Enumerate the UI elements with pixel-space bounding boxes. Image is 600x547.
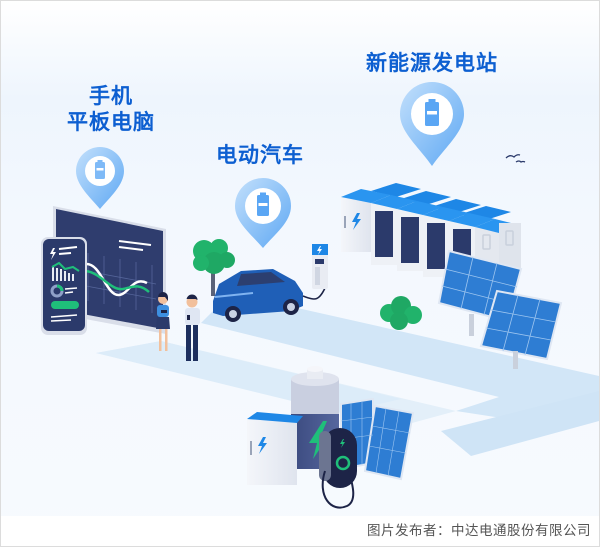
birds-decoration (505, 154, 526, 163)
solar-panel (479, 289, 563, 369)
charging-post (312, 244, 328, 289)
phone-dashboard (41, 237, 87, 335)
electric-car (213, 269, 327, 322)
label-phone-tablet: 手机 平板电脑 (56, 83, 166, 135)
storage-cabinet-small (247, 412, 303, 485)
bush (380, 296, 422, 330)
person-woman (156, 292, 170, 351)
map-pin-battery-icon (76, 147, 124, 209)
wall-charger (319, 428, 357, 509)
credit-bar: 图片发布者：中达电通股份有限公司 (1, 516, 599, 546)
label-renewable-power-station: 新能源发电站 (366, 51, 498, 75)
label-electric-vehicle: 电动汽车 (216, 143, 304, 167)
map-pin-battery-icon (235, 178, 291, 248)
image-credit: 图片发布者：中达电通股份有限公司 (367, 523, 591, 539)
map-pin-battery-icon (400, 82, 464, 166)
label-phone: 手机 (89, 84, 133, 108)
person-man (185, 294, 200, 361)
battery-storage-cabinets (341, 183, 521, 277)
label-tablet-computer: 平板电脑 (67, 110, 155, 134)
tree (193, 239, 235, 296)
